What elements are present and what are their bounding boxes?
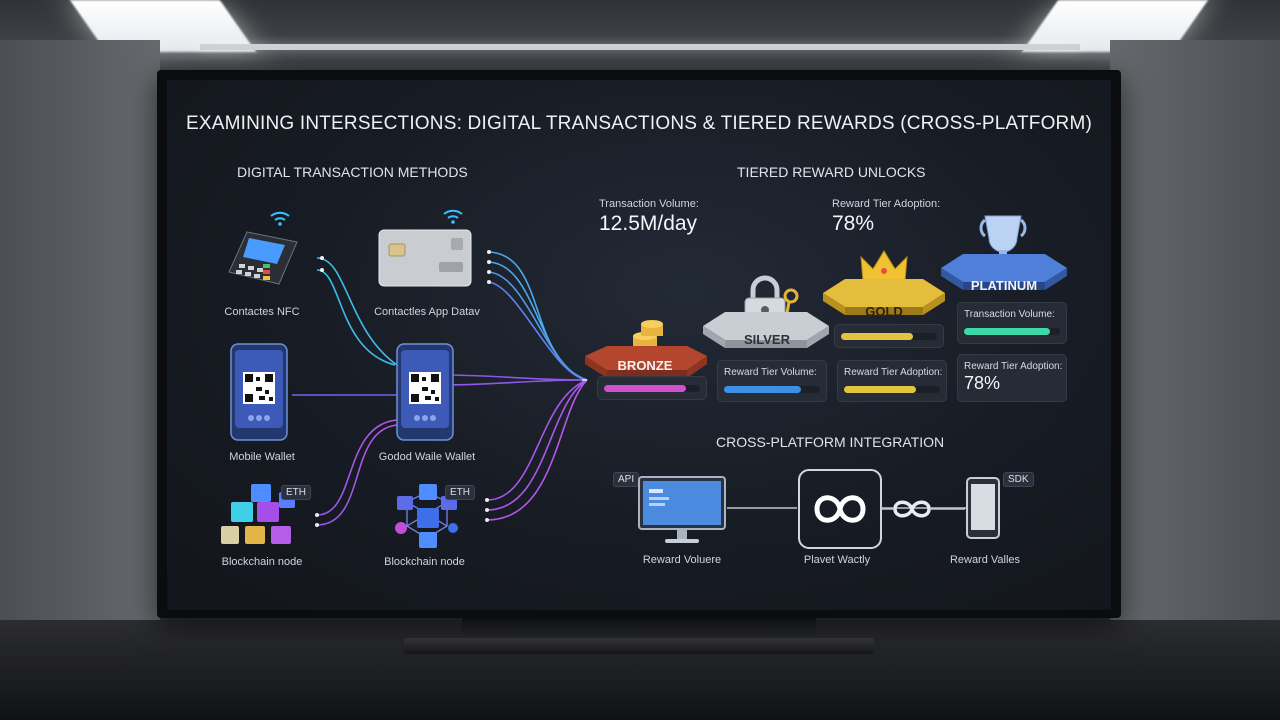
smartphone-qr-icon — [396, 343, 454, 441]
blockchain-node-1[interactable] — [217, 480, 307, 555]
silver-bar — [724, 386, 820, 393]
platinum-platform[interactable] — [937, 208, 1071, 298]
bronze-panel — [597, 376, 707, 400]
tv-screen: EXAMINING INTERSECTIONS: DIGITAL TRANSAC… — [167, 80, 1111, 610]
infinity-icon — [893, 500, 931, 518]
integration-right-label: Reward Valles — [949, 554, 1021, 566]
platinum-panel-1-label: Transaction Volume: — [964, 309, 1055, 320]
silver-panel-label: Reward Tier Volume: — [724, 367, 817, 378]
bronze-platform[interactable] — [579, 312, 711, 382]
silver-label: SILVER — [744, 332, 790, 347]
platinum-bar — [964, 328, 1060, 335]
platinum-label: PLATINUM — [970, 278, 1038, 293]
eth-tag-2: ETH — [445, 485, 475, 500]
nfc-terminal-label: Contactes NFC — [224, 306, 300, 318]
connection-lines — [292, 250, 967, 527]
bronze-bar — [604, 385, 700, 392]
section-integration-heading: CROSS-PLATFORM INTEGRATION — [716, 434, 945, 450]
platinum-bar-fill — [964, 328, 1051, 335]
silver-panel: Reward Tier Volume: — [717, 360, 827, 402]
blockchain-node-2-label: Blockchain node — [384, 556, 465, 568]
other-wallet-phone[interactable] — [395, 342, 457, 442]
blockchain-cubes-icon — [395, 484, 458, 548]
gold-bar-fill — [844, 386, 916, 393]
silver-platform[interactable] — [699, 268, 833, 353]
ceiling-light-bar — [200, 44, 1080, 50]
integration-left-label: Reward Voluere — [642, 554, 722, 566]
blockchain-cubes-icon — [221, 484, 295, 544]
api-tag: API — [613, 472, 640, 487]
platinum-panel-2: Reward Tier Adoption: 78% — [957, 354, 1067, 402]
page-title: EXAMINING INTERSECTIONS: DIGITAL TRANSAC… — [185, 113, 1093, 134]
tv-stand-neck — [462, 616, 816, 640]
wall-right — [1110, 40, 1280, 620]
sdk-tag: SDK — [1003, 472, 1034, 487]
mobile-wallet-label: Mobile Wallet — [229, 451, 295, 463]
platinum-panel-2-value: 78% — [964, 373, 1001, 393]
eth-tag-1: ETH — [281, 485, 311, 500]
tablet-icon[interactable] — [965, 476, 1003, 542]
pos-terminal-icon — [228, 211, 298, 285]
gold-label: GOLD — [865, 304, 903, 319]
monitor-icon[interactable] — [637, 475, 729, 547]
credit-card-icon — [378, 209, 472, 287]
mobile-wallet-phone[interactable] — [229, 342, 291, 442]
blockchain-node-1-label: Blockchain node — [221, 556, 303, 568]
platinum-panel-1: Transaction Volume: — [957, 302, 1067, 344]
gold-bar-top-fill — [841, 333, 913, 340]
platinum-panel-2-label: Reward Tier Adoption: — [964, 361, 1063, 372]
transaction-volume-label: Transaction Volume: — [599, 198, 699, 210]
tv-stand-base — [404, 638, 874, 654]
gold-bar — [844, 386, 940, 393]
gold-platform[interactable] — [819, 245, 949, 325]
integration-center-label: Plavet Wactly — [803, 554, 871, 566]
wall-left — [0, 40, 160, 620]
reward-adoption-label: Reward Tier Adoption: — [832, 198, 941, 210]
section-methods-heading: DIGITAL TRANSACTION METHODS — [237, 164, 468, 180]
gold-panel-label: Reward Tier Adoption: — [844, 367, 943, 378]
card-label: Contactles App Datav — [374, 306, 480, 318]
other-wallet-label: Godod Waile Wallet — [378, 451, 476, 463]
integration-hub[interactable] — [797, 468, 967, 550]
smartphone-qr-icon — [230, 343, 288, 441]
transaction-volume-value: 12.5M/day — [599, 212, 698, 235]
infinity-icon — [814, 495, 866, 523]
crown-icon — [860, 250, 908, 282]
bronze-label: BRONZE — [617, 358, 673, 373]
section-rewards-heading: TIERED REWARD UNLOCKS — [737, 164, 926, 180]
blockchain-node-2[interactable] — [383, 480, 473, 555]
gold-panel: Reward Tier Adoption: — [837, 360, 947, 402]
contactless-card[interactable] — [375, 202, 475, 292]
nfc-terminal[interactable] — [219, 202, 309, 297]
bronze-bar-fill — [604, 385, 686, 392]
gold-bar-top — [841, 333, 937, 340]
silver-bar-fill — [724, 386, 801, 393]
gold-bar-panel — [834, 324, 944, 348]
reward-adoption-value: 78% — [832, 212, 875, 235]
